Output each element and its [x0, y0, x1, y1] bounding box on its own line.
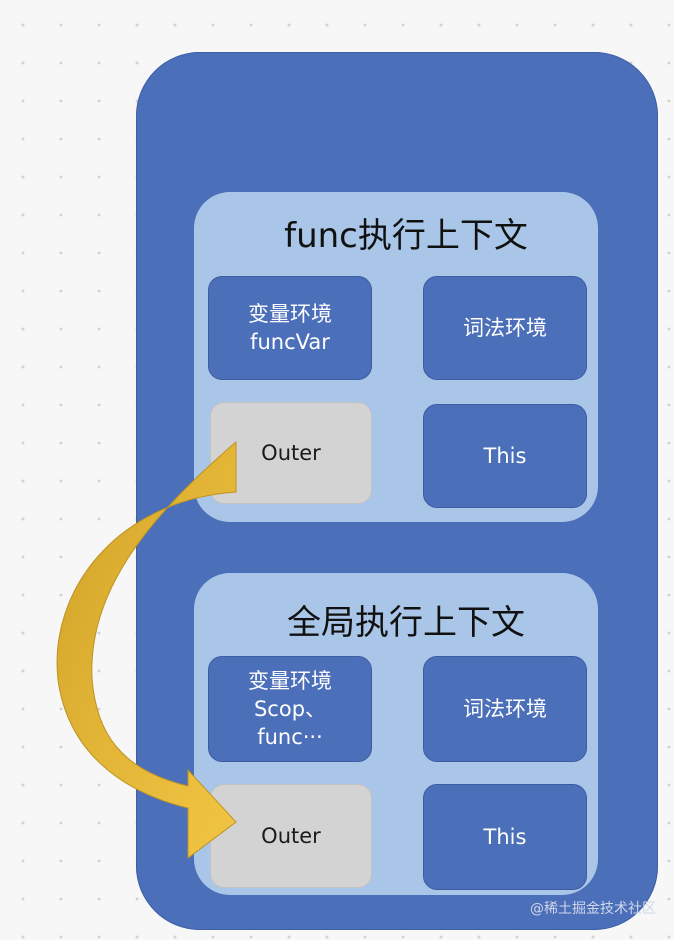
global-this-label: This — [483, 825, 527, 849]
global-outer-label: Outer — [261, 824, 321, 848]
global-outer: Outer — [210, 784, 372, 888]
func-variable-environment: 变量环境 funcVar — [208, 276, 372, 380]
func-outer-label: Outer — [261, 441, 321, 465]
func-context-title: func执行上下文 — [284, 216, 528, 256]
global-variable-environment: 变量环境 Scop、 func··· — [208, 656, 372, 762]
global-variable-environment-line1: Scop、 — [253, 697, 327, 721]
global-lexical-environment-label: 词法环境 — [463, 697, 547, 721]
global-variable-environment-line2: func··· — [257, 725, 323, 749]
global-lexical-environment: 词法环境 — [423, 656, 587, 762]
global-variable-environment-label: 变量环境 — [248, 669, 332, 693]
watermark: @稀土掘金技术社区 — [530, 901, 656, 917]
func-variable-environment-value: funcVar — [250, 330, 330, 354]
global-context-title: 全局执行上下文 — [287, 603, 525, 643]
func-this: This — [423, 404, 587, 508]
global-this: This — [423, 784, 587, 890]
func-this-label: This — [483, 444, 527, 468]
func-lexical-environment-label: 词法环境 — [463, 316, 547, 340]
func-outer: Outer — [210, 402, 372, 504]
func-variable-environment-label: 变量环境 — [248, 302, 332, 326]
func-lexical-environment: 词法环境 — [423, 276, 587, 380]
